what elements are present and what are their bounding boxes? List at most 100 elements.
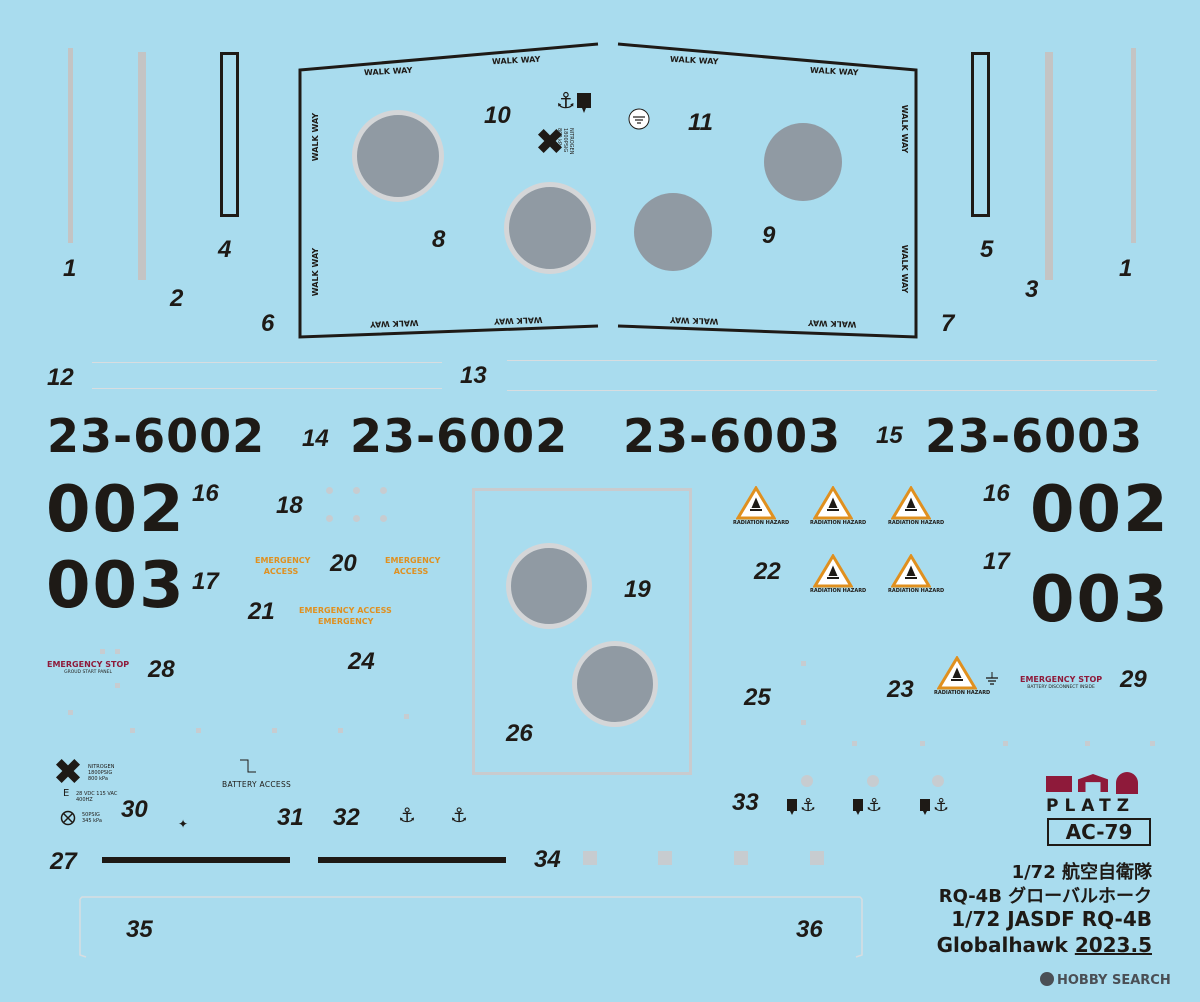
- product-title-en: 1/72 JASDF RQ-4B: [951, 907, 1152, 931]
- part-number-12: 12: [47, 364, 74, 391]
- part-number-14: 14: [302, 425, 329, 452]
- part-number-33: 33: [732, 789, 759, 816]
- walkway-label: WALK WAY: [807, 318, 857, 329]
- strip-part-1-left: [68, 48, 73, 243]
- part-number-34: 34: [534, 846, 561, 873]
- dot-marker: [353, 487, 360, 494]
- platz-logo: [1046, 770, 1154, 802]
- emergency-stop-subtitle: BATTERY DISCONNECT INSIDE: [1027, 685, 1095, 690]
- walkway-label: WALK WAY: [311, 247, 321, 297]
- part-number-32: 32: [333, 804, 360, 831]
- emergency-label: EMERGENCY: [318, 617, 374, 626]
- small-square-marker: [404, 714, 409, 719]
- small-square-marker: [852, 741, 857, 746]
- watermark: HOBBY SEARCH: [1040, 972, 1171, 988]
- part-number-30: 30: [121, 796, 148, 823]
- strip-part-3-right: [1045, 52, 1053, 280]
- logo-block: [1046, 776, 1072, 792]
- small-square-marker: [115, 683, 120, 688]
- radiation-hazard-icon: [937, 656, 977, 690]
- walkway-label: WALK WAY: [311, 112, 321, 162]
- part-number-13: 13: [460, 362, 487, 389]
- radiation-hazard-label: RADIATION HAZARD: [810, 520, 867, 526]
- battery-access-label: BATTERY ACCESS: [222, 780, 292, 789]
- ground-symbol-icon: [628, 108, 650, 130]
- part-number-2: 2: [170, 285, 184, 312]
- emergency-stop-title: EMERGENCY STOP: [47, 660, 130, 669]
- nitrogen-fill-icon: [537, 128, 563, 154]
- emergency-stop-subtitle: GROUD START PANEL: [64, 670, 112, 675]
- small-square-marker: [196, 728, 201, 733]
- radiation-hazard-icon: [736, 486, 776, 520]
- part-number-25: 25: [744, 684, 771, 711]
- strip-part-1-right: [1131, 48, 1136, 243]
- nitrogen-label-bottom: NITROGEN 1800PSIG 800 kPa: [88, 764, 115, 782]
- product-code: AC-79: [1065, 820, 1133, 844]
- part-number-18: 18: [276, 492, 303, 519]
- disc-part-9b: [764, 123, 842, 201]
- hook-marker-icon: [787, 799, 797, 815]
- part-number-7: 7: [941, 310, 955, 337]
- plus-marker-icon: ✦: [178, 817, 189, 831]
- product-name-line: Globalhawk 2023.5: [937, 933, 1152, 957]
- part-number-31: 31: [277, 804, 304, 831]
- disc-part-26: [572, 641, 658, 727]
- part-number-8: 8: [432, 226, 446, 253]
- part-number-28: 28: [148, 656, 175, 683]
- black-stripe-decal: [318, 857, 506, 863]
- pressure-valve-icon: [60, 810, 76, 826]
- disc-part-8b: [504, 182, 596, 274]
- strip-part-13b: [507, 390, 1157, 391]
- strip-part-2-left: [138, 52, 146, 280]
- strip-part-12: [92, 362, 442, 363]
- small-square-marker: [272, 728, 277, 733]
- tail-number: 002: [46, 473, 186, 547]
- dot-marker: [932, 775, 944, 787]
- radiation-hazard-label: RADIATION HAZARD: [810, 588, 867, 594]
- hook-marker-icon: [853, 799, 863, 815]
- radiation-hazard-label: RADIATION HAZARD: [733, 520, 790, 526]
- disc-part-8a: [352, 110, 444, 202]
- emergency-access-label: EMERGENCY ACCESS: [385, 556, 441, 576]
- small-square-marker: [801, 720, 806, 725]
- dot-marker: [326, 487, 333, 494]
- product-date: 2023.5: [1074, 933, 1152, 957]
- dot-marker: [380, 487, 387, 494]
- anchor-icon: ⚓: [800, 795, 817, 816]
- small-square-marker: [1085, 741, 1090, 746]
- gray-square-decal: [810, 851, 824, 865]
- emergency-access-label: EMERGENCY ACCESS: [255, 556, 311, 576]
- part-number-3: 3: [1025, 276, 1039, 303]
- watermark-icon: [1040, 972, 1054, 986]
- dot-marker: [353, 515, 360, 522]
- part-number-36: 36: [796, 916, 823, 943]
- part-number-1: 1: [63, 255, 77, 282]
- nitrogen-fill-icon: [55, 758, 81, 784]
- strip-part-13: [507, 360, 1157, 361]
- battery-access-arrow-icon: [240, 759, 256, 773]
- electric-icon: E: [63, 788, 70, 799]
- product-title-jp: 1/72 航空自衛隊: [1011, 862, 1152, 883]
- anchor-icon: ⚓: [450, 803, 468, 827]
- emergency-stop-right: EMERGENCY STOP BATTERY DISCONNECT INSIDE: [1020, 675, 1102, 690]
- walkway-label: WALK WAY: [669, 315, 719, 326]
- part-number-16: 16: [983, 480, 1010, 507]
- dot-marker: [801, 775, 813, 787]
- small-square-marker: [920, 741, 925, 746]
- dot-marker: [380, 515, 387, 522]
- fuselage-panel-outline: [472, 488, 692, 775]
- part-number-24: 24: [348, 648, 375, 675]
- part-number-17: 17: [192, 568, 219, 595]
- hook-marker-icon: [920, 799, 930, 815]
- outline-part-5: [971, 52, 990, 217]
- walkway-label: WALK WAY: [369, 318, 419, 329]
- part-number-4: 4: [218, 236, 232, 263]
- small-square-marker: [1150, 741, 1155, 746]
- radiation-hazard-icon: [891, 554, 931, 588]
- part-number-9: 9: [762, 222, 776, 249]
- outline-strip-35-36: [79, 896, 863, 958]
- part-number-5: 5: [980, 236, 994, 263]
- strip-part-12b: [92, 388, 442, 389]
- walkway-label: WALK WAY: [900, 104, 910, 154]
- radiation-hazard-label: RADIATION HAZARD: [888, 520, 945, 526]
